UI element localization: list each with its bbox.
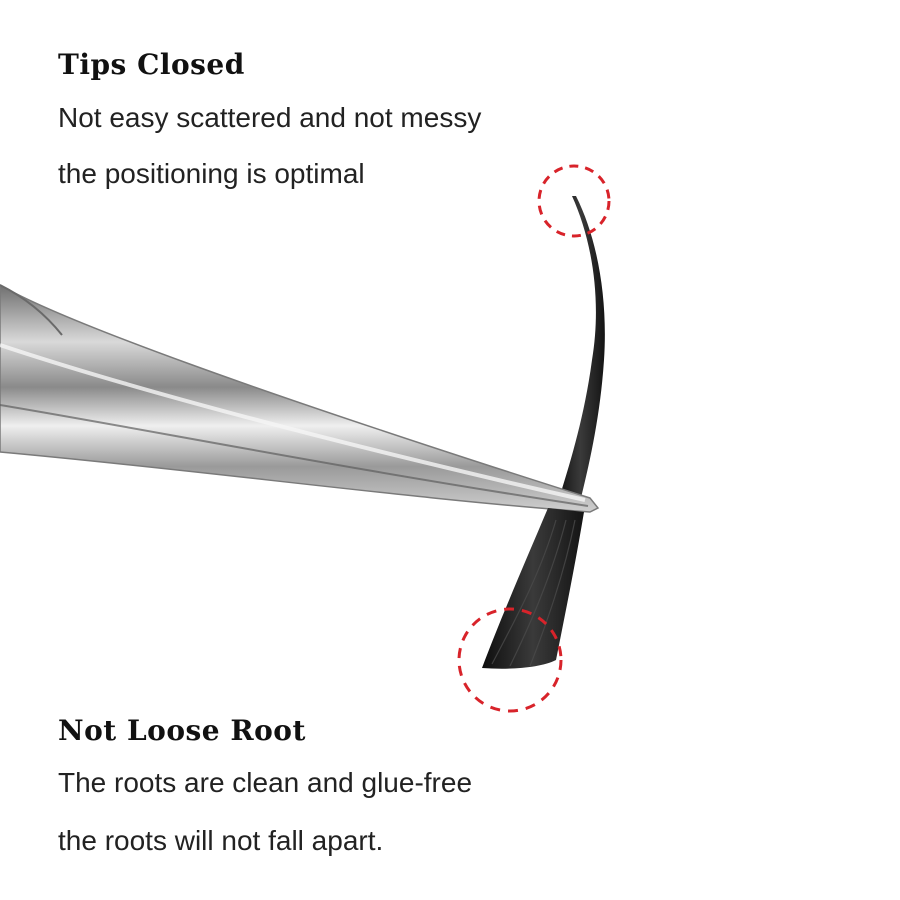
lash-base <box>482 508 584 669</box>
tips-closed-line-1: Not easy scattered and not messy <box>58 101 482 133</box>
tips-closed-heading: Tips Closed <box>58 48 245 81</box>
tips-closed-line-2: the positioning is optimal <box>58 157 365 189</box>
lash-fan-upper <box>556 196 605 510</box>
not-loose-root-heading: Not Loose Root <box>58 714 306 747</box>
not-loose-root-block: Not Loose Root The roots are clean and g… <box>58 714 472 864</box>
tip-highlight-circle <box>537 164 611 238</box>
not-loose-root-line-1: The roots are clean and glue-free <box>58 766 473 798</box>
root-highlight-circle <box>457 607 563 713</box>
tweezers <box>0 284 600 513</box>
not-loose-root-line-2: the roots will not fall apart. <box>58 824 384 856</box>
tips-closed-block: Tips Closed Not easy scattered and not m… <box>58 48 481 194</box>
